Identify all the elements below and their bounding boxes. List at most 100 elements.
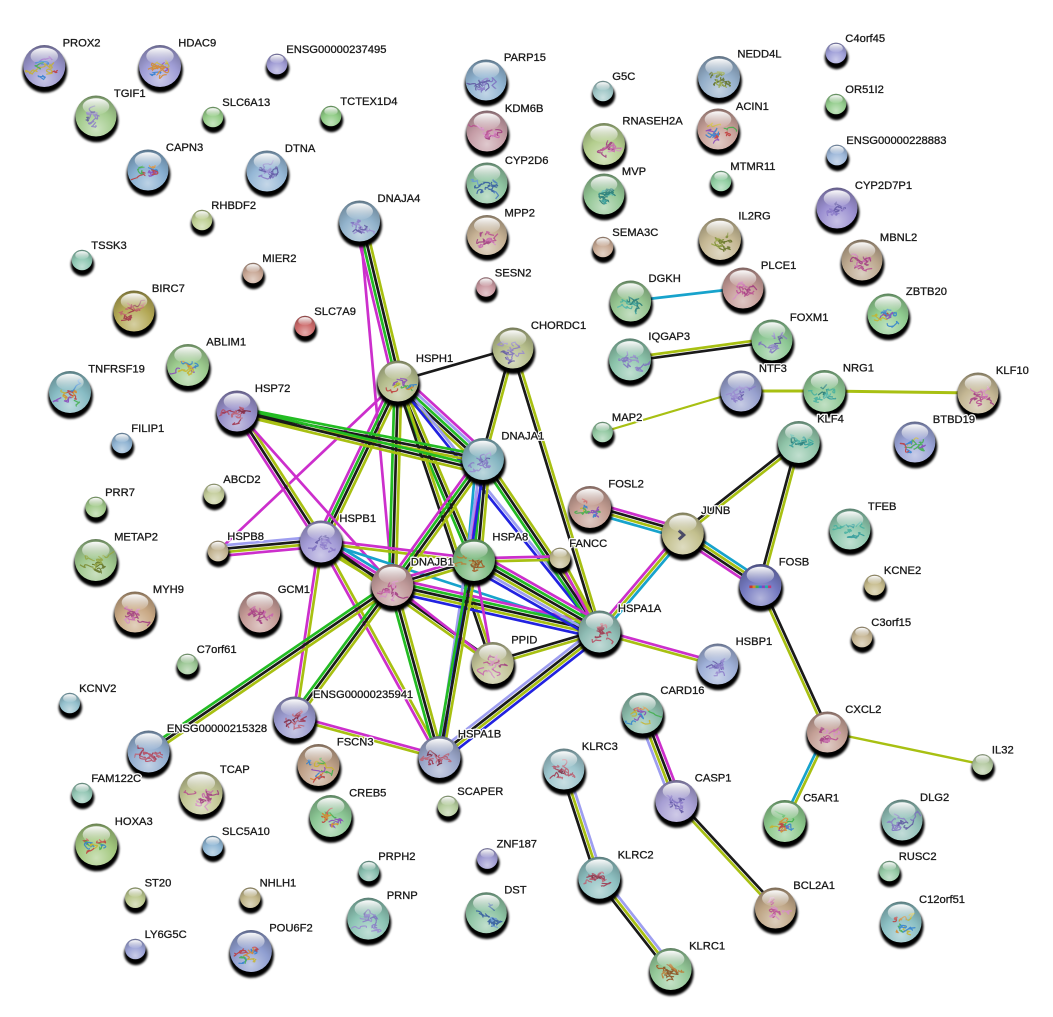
svg-text:C7orf61: C7orf61 [197,644,237,656]
svg-text:TSSK3: TSSK3 [91,240,126,252]
svg-text:KLRC3: KLRC3 [582,741,618,753]
svg-text:DLG2: DLG2 [920,792,949,804]
svg-text:PARP15: PARP15 [504,52,546,64]
svg-text:KLRC1: KLRC1 [689,941,725,953]
svg-text:HSPB1: HSPB1 [339,513,376,525]
svg-text:SLC5A10: SLC5A10 [222,826,270,838]
svg-text:ST20: ST20 [145,878,172,890]
svg-text:DTNA: DTNA [285,143,316,155]
svg-text:OR51I2: OR51I2 [845,84,884,96]
svg-text:POU6F2: POU6F2 [269,923,313,935]
svg-text:ENSG00000237495: ENSG00000237495 [286,44,386,56]
svg-text:DTNA: DTNA [285,143,316,155]
svg-text:CYP2D6: CYP2D6 [505,155,549,167]
svg-text:MYH9: MYH9 [153,584,184,596]
svg-text:C5AR1: C5AR1 [803,793,839,805]
svg-text:TFEB: TFEB [868,501,897,513]
svg-text:CYP2D6: CYP2D6 [505,155,549,167]
svg-text:IL2RG: IL2RG [738,211,770,223]
svg-text:HSPA8: HSPA8 [492,532,528,544]
svg-text:GCM1: GCM1 [278,584,310,596]
svg-text:SCAPER: SCAPER [457,786,503,798]
svg-text:TGIF1: TGIF1 [114,88,146,100]
svg-text:FSCN3: FSCN3 [337,737,374,749]
svg-text:HSP72: HSP72 [255,383,290,395]
svg-text:CASP1: CASP1 [695,773,732,785]
svg-text:C12orf51: C12orf51 [919,894,965,906]
svg-text:TCAP: TCAP [220,764,250,776]
svg-text:TGIF1: TGIF1 [114,88,146,100]
svg-text:DNAJA4: DNAJA4 [378,193,421,205]
svg-text:METAP2: METAP2 [114,532,158,544]
svg-text:IQGAP3: IQGAP3 [648,331,690,343]
svg-text:TNFRSF19: TNFRSF19 [88,364,145,376]
svg-text:IL2RG: IL2RG [738,211,770,223]
svg-text:CYP2D7P1: CYP2D7P1 [855,180,912,192]
svg-text:ENSG00000228883: ENSG00000228883 [846,135,946,147]
svg-text:PLCE1: PLCE1 [761,260,796,272]
svg-text:PLCE1: PLCE1 [761,260,796,272]
svg-text:LY6G5C: LY6G5C [145,929,187,941]
svg-text:MIER2: MIER2 [262,253,296,265]
svg-text:DGKH: DGKH [649,273,681,285]
svg-text:PARP15: PARP15 [504,52,546,64]
svg-text:MTMR11: MTMR11 [730,161,775,173]
svg-text:IQGAP3: IQGAP3 [648,331,690,343]
svg-text:SEMA3C: SEMA3C [612,227,658,239]
svg-text:BIRC7: BIRC7 [152,283,185,295]
svg-text:KCNE2: KCNE2 [884,565,921,577]
svg-text:ABLIM1: ABLIM1 [206,337,246,349]
svg-text:KLRC3: KLRC3 [582,741,618,753]
svg-text:MAP2: MAP2 [612,412,642,424]
svg-text:SLC7A9: SLC7A9 [314,306,356,318]
svg-text:FSCN3: FSCN3 [337,737,374,749]
svg-text:NEDD4L: NEDD4L [737,49,781,61]
svg-text:KCNE2: KCNE2 [884,565,921,577]
svg-text:C3orf15: C3orf15 [871,617,911,629]
svg-text:DNAJA1: DNAJA1 [501,431,544,443]
svg-text:MBNL2: MBNL2 [880,232,917,244]
svg-text:PPID: PPID [511,635,537,647]
svg-text:SLC6A13: SLC6A13 [222,97,270,109]
svg-text:FILIP1: FILIP1 [131,423,164,435]
svg-text:CAPN3: CAPN3 [166,142,203,154]
svg-text:MYH9: MYH9 [153,584,184,596]
svg-text:RNASEH2A: RNASEH2A [622,116,683,128]
svg-text:HSPB8: HSPB8 [227,531,264,543]
svg-text:PRR7: PRR7 [105,487,135,499]
svg-text:KLF10: KLF10 [996,365,1029,377]
svg-text:ACIN1: ACIN1 [736,101,769,113]
svg-text:DNAJB1: DNAJB1 [411,557,454,569]
svg-text:SLC7A9: SLC7A9 [314,306,356,318]
svg-text:G5C: G5C [612,71,635,83]
svg-text:PROX2: PROX2 [63,38,101,50]
svg-text:HSPA1B: HSPA1B [458,729,501,741]
svg-text:C7orf61: C7orf61 [197,644,237,656]
svg-text:DNAJB1: DNAJB1 [411,557,454,569]
svg-text:HSBP1: HSBP1 [736,636,773,648]
svg-text:ENSG00000235941: ENSG00000235941 [313,689,413,701]
svg-text:HSPB1: HSPB1 [339,513,376,525]
svg-text:MPP2: MPP2 [505,207,535,219]
svg-text:HSPH1: HSPH1 [416,353,453,365]
svg-text:DST: DST [504,885,527,897]
svg-text:PRPH2: PRPH2 [378,851,415,863]
svg-text:SLC5A10: SLC5A10 [222,826,270,838]
svg-text:MVP: MVP [622,166,646,178]
svg-text:CREB5: CREB5 [349,788,386,800]
svg-text:TFEB: TFEB [868,501,897,513]
svg-text:KLF4: KLF4 [817,414,844,426]
svg-text:PRNP: PRNP [387,890,418,902]
svg-text:FOSB: FOSB [779,557,809,569]
svg-text:SLC6A13: SLC6A13 [222,97,270,109]
svg-text:CXCL2: CXCL2 [845,704,881,716]
svg-text:ENSG00000215328: ENSG00000215328 [167,723,267,735]
svg-text:KLF4: KLF4 [817,414,844,426]
svg-text:RHBDF2: RHBDF2 [211,200,256,212]
svg-text:DNAJA1: DNAJA1 [501,431,544,443]
svg-text:ABCD2: ABCD2 [223,474,260,486]
svg-text:C12orf51: C12orf51 [919,894,965,906]
svg-text:CASP1: CASP1 [695,773,732,785]
svg-text:FOXM1: FOXM1 [790,312,829,324]
svg-text:PRR7: PRR7 [105,487,135,499]
